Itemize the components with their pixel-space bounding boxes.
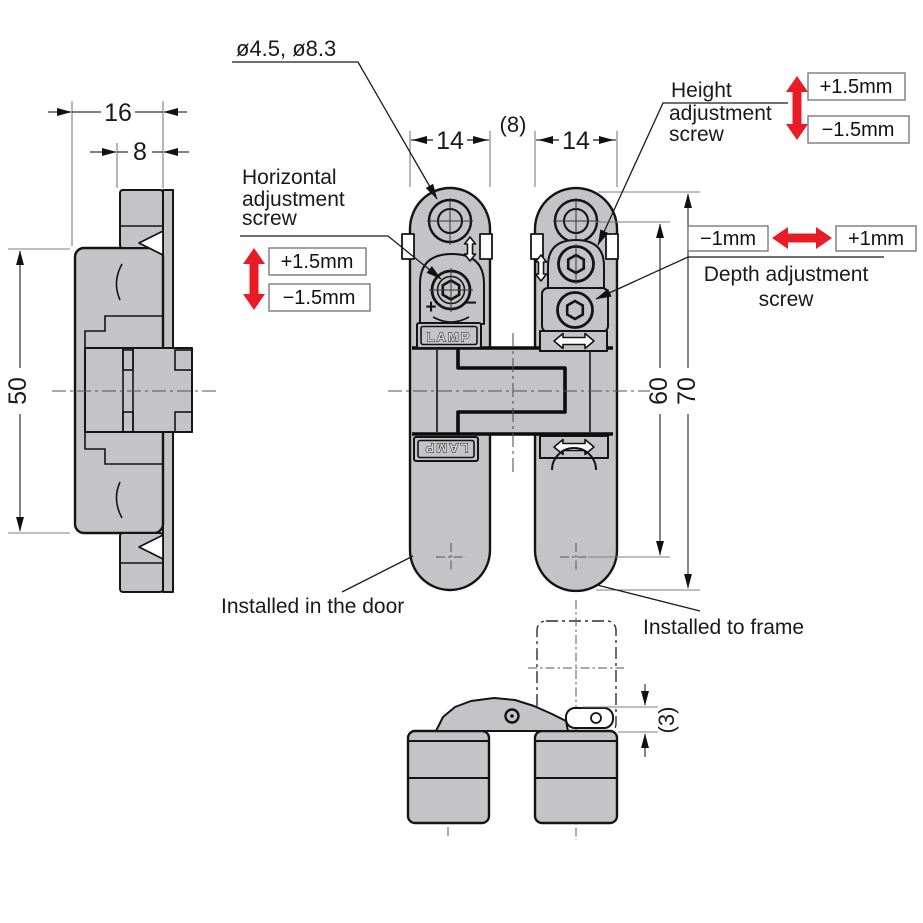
- height-value: 70: [673, 377, 701, 405]
- folded-view: (3): [406, 600, 679, 840]
- up-down-arrow-icon: [534, 254, 548, 282]
- dim-8: 8: [90, 138, 189, 188]
- brand-text: LAMP: [427, 330, 472, 345]
- svg-text:adjustment: adjustment: [242, 188, 345, 211]
- side-height-value: 50: [4, 377, 32, 405]
- dim-14-left: 14: [409, 127, 491, 187]
- side-center-boss: [84, 347, 193, 433]
- link-bar: [565, 707, 614, 729]
- knuckle-arc: [551, 447, 597, 471]
- brand-text: LAMP: [424, 441, 469, 456]
- svg-text:Depth adjustment: Depth adjustment: [704, 263, 869, 286]
- side-flange-value: 8: [133, 138, 147, 166]
- annotations: ø4.5, ø8.3 Horizontal adjustment screw +…: [221, 36, 917, 639]
- depth-minus-value: −1mm: [700, 228, 756, 250]
- red-up-down-arrow-icon: [786, 76, 808, 140]
- front-view: + − LAMP: [388, 112, 701, 593]
- dim-60: 60: [588, 221, 673, 558]
- svg-text:Height: Height: [671, 79, 732, 102]
- bottom-hole-centers: [436, 543, 592, 572]
- link-tongue: [456, 349, 567, 433]
- height-plus-value: +1.5mm: [820, 76, 893, 98]
- up-down-arrow-icon: [463, 236, 477, 262]
- svg-text:screw: screw: [669, 123, 725, 146]
- installed-door-note: Installed in the door: [221, 555, 414, 618]
- height-adjustment-screw: [547, 239, 605, 291]
- bottom-flange-notch: [138, 534, 164, 560]
- depth-plus-value: +1mm: [848, 228, 904, 250]
- left-right-arrow-icon: [553, 332, 595, 350]
- red-up-down-arrow-icon: [243, 248, 265, 310]
- depth-adjustment-screw: [541, 287, 609, 333]
- top-flange-notch: [138, 230, 164, 256]
- side-width-value: 16: [104, 99, 132, 127]
- height-minus-value: −1.5mm: [822, 119, 895, 141]
- height-adjust-callout: Height adjustment screw +1.5mm −1.5mm: [597, 72, 910, 246]
- horizontal-plus-value: +1.5mm: [281, 251, 354, 273]
- frame-mount-hole: [553, 198, 599, 245]
- left-width-value: 14: [436, 127, 464, 155]
- svg-text:screw: screw: [759, 288, 815, 311]
- pitch-value: 60: [645, 377, 673, 405]
- horizontal-minus-value: −1.5mm: [283, 287, 356, 309]
- clearance-value: (3): [654, 707, 679, 734]
- svg-text:screw: screw: [242, 207, 298, 230]
- door-mount-hole: [427, 198, 473, 245]
- hex-socket-icon: [565, 299, 585, 321]
- brand-plate-lower: LAMP: [413, 436, 479, 462]
- dim-gap: (8): [500, 112, 527, 137]
- red-left-right-arrow-icon: [772, 227, 832, 249]
- installed-frame-label: Installed to frame: [643, 616, 804, 639]
- dim-14-right: 14: [534, 127, 618, 187]
- side-top-flange: [119, 189, 164, 249]
- minus-mark: −: [465, 293, 476, 314]
- plus-mark: +: [425, 297, 436, 318]
- hole-diameters-label: ø4.5, ø8.3: [236, 36, 336, 61]
- svg-text:adjustment: adjustment: [669, 102, 772, 125]
- svg-text:Horizontal: Horizontal: [242, 166, 337, 189]
- gap-value: (8): [500, 112, 527, 137]
- depth-adjust-callout: −1mm +1mm Depth adjustment screw: [595, 225, 917, 311]
- dim-3: (3): [582, 684, 679, 757]
- dim-70: 70: [596, 191, 701, 591]
- horizontal-adjust-callout: Horizontal adjustment screw +1.5mm −1.5m…: [240, 166, 442, 312]
- installed-frame-note: Installed to frame: [596, 584, 804, 639]
- side-view: 16 8 50: [4, 99, 218, 593]
- dim-16: 16: [48, 99, 187, 246]
- installed-door-label: Installed in the door: [221, 595, 404, 618]
- brand-plate-upper: LAMP: [416, 322, 482, 349]
- horizontal-adjustment-screw: + −: [419, 253, 485, 325]
- folded-link-arm: [435, 697, 569, 732]
- dim-50: 50: [4, 248, 70, 534]
- right-width-value: 14: [562, 127, 590, 155]
